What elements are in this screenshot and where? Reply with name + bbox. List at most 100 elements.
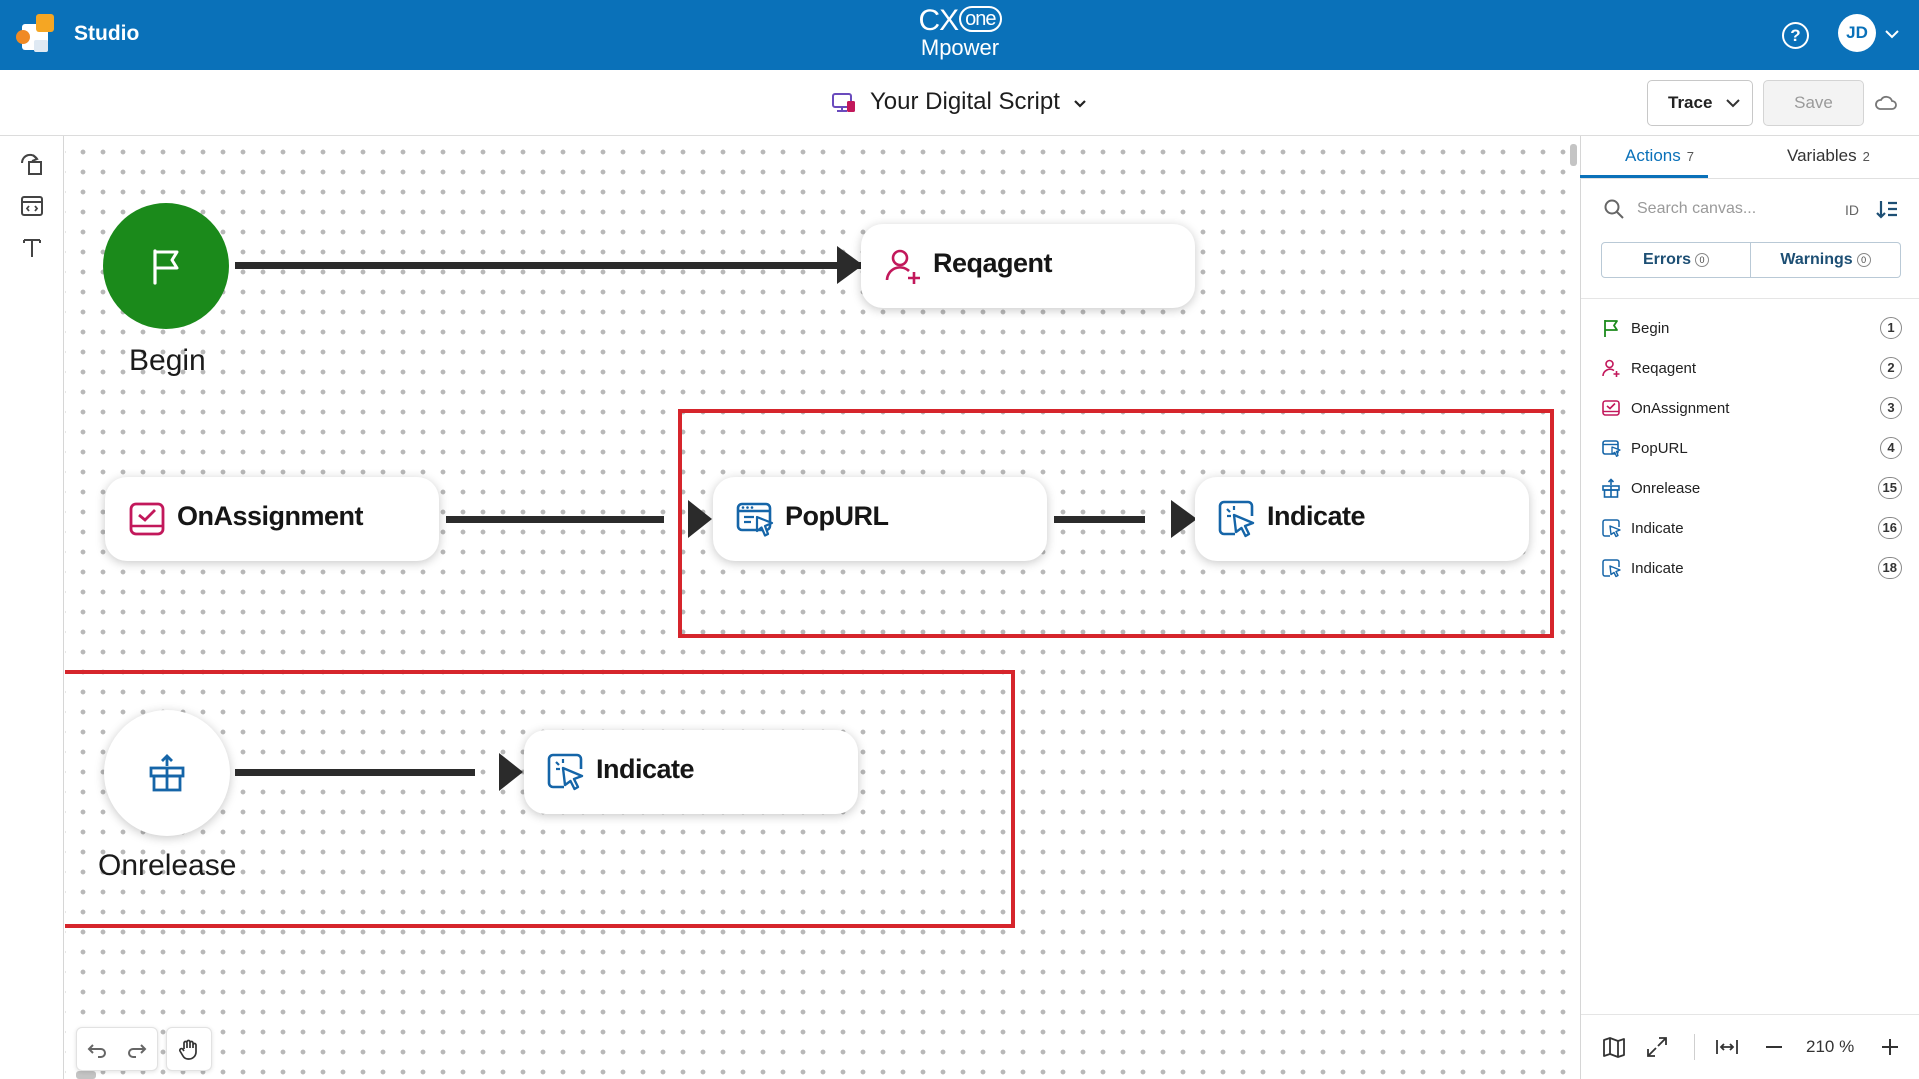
action-id-badge: 2 xyxy=(1880,357,1902,379)
zoom-out-icon[interactable] xyxy=(1761,1034,1787,1060)
canvas-toolbar xyxy=(76,1027,212,1071)
indicate-node-top-label: Indicate xyxy=(1267,501,1366,531)
action-item-label: Indicate xyxy=(1631,560,1684,577)
action-item-label: Reqagent xyxy=(1631,360,1697,377)
arrowhead xyxy=(499,753,523,791)
cursor-click-icon xyxy=(1602,519,1621,538)
cursor-click-icon xyxy=(547,753,584,791)
trace-dropdown-button[interactable]: Trace xyxy=(1647,80,1753,126)
zoom-level: 210 % xyxy=(1806,1037,1855,1056)
horizontal-scrollbar[interactable] xyxy=(76,1071,96,1079)
onrelease-node-label: Onrelease xyxy=(98,849,237,882)
vertical-scrollbar[interactable] xyxy=(1570,144,1577,166)
shapes-tool-icon[interactable] xyxy=(19,151,45,177)
connector-onrelease-indicate xyxy=(235,769,475,776)
digital-script-icon xyxy=(832,93,855,112)
zoom-in-icon[interactable] xyxy=(1877,1034,1903,1060)
action-list: Begin 1 Reqagent 2 OnAssignment 3 xyxy=(1581,308,1919,588)
tabs-divider xyxy=(1580,178,1919,179)
action-id-badge: 4 xyxy=(1880,437,1902,459)
action-item-label: Onrelease xyxy=(1631,480,1701,497)
script-header: Your Digital Script Trace Save xyxy=(0,70,1919,136)
action-id-badge: 3 xyxy=(1880,397,1902,419)
pan-tool-group xyxy=(166,1027,212,1071)
popurl-node-label: PopURL xyxy=(785,501,889,531)
script-canvas[interactable]: Begin Reqagent OnAssignment PopURL xyxy=(65,136,1579,1079)
begin-node-label: Begin xyxy=(129,344,206,377)
brand-mpower: Mpower xyxy=(920,35,1000,60)
begin-node[interactable] xyxy=(103,203,229,329)
indicate-node-top[interactable]: Indicate xyxy=(1195,477,1529,561)
user-plus-icon xyxy=(1602,359,1620,377)
code-block-icon[interactable] xyxy=(19,193,45,219)
errors-count: 0 xyxy=(1695,253,1710,267)
warnings-count: 0 xyxy=(1856,253,1871,267)
action-item-label: Begin xyxy=(1631,320,1670,337)
browser-pointer-icon xyxy=(1602,440,1621,457)
arrowhead xyxy=(837,246,863,284)
action-id-badge: 16 xyxy=(1877,517,1902,539)
sort-order-icon[interactable] xyxy=(1875,198,1899,220)
action-id-badge: 18 xyxy=(1877,557,1902,579)
script-title[interactable]: Your Digital Script xyxy=(870,88,1060,115)
chevron-down-icon[interactable] xyxy=(1882,24,1902,44)
text-tool-icon[interactable] xyxy=(19,235,45,261)
cursor-click-icon xyxy=(1602,559,1621,578)
search-canvas-input[interactable] xyxy=(1637,194,1817,224)
onassignment-node[interactable]: OnAssignment xyxy=(105,477,439,561)
onassignment-node-label: OnAssignment xyxy=(177,501,364,531)
fit-width-icon[interactable] xyxy=(1714,1034,1740,1060)
hand-pan-icon[interactable] xyxy=(177,1037,201,1061)
gift-icon xyxy=(1602,478,1620,498)
save-button[interactable]: Save xyxy=(1763,80,1864,126)
action-item-label: PopURL xyxy=(1631,440,1688,457)
gift-icon xyxy=(149,754,185,792)
tab-actions-label: Actions xyxy=(1625,146,1681,165)
action-item-begin[interactable]: Begin 1 xyxy=(1581,308,1919,348)
undo-redo-group xyxy=(76,1027,158,1071)
panel-divider xyxy=(1581,298,1919,299)
action-item-reqagent[interactable]: Reqagent 2 xyxy=(1581,348,1919,388)
search-icon xyxy=(1604,199,1624,219)
popurl-node[interactable]: PopURL xyxy=(713,477,1047,561)
action-id-badge: 1 xyxy=(1880,317,1902,339)
indicate-node-bottom[interactable]: Indicate xyxy=(524,730,858,814)
action-item-indicate-16[interactable]: Indicate 16 xyxy=(1581,508,1919,548)
studio-logo-icon[interactable] xyxy=(14,10,62,58)
user-plus-icon xyxy=(885,249,920,284)
assignment-check-icon xyxy=(1602,400,1620,416)
connector-popurl-indicate xyxy=(1054,516,1145,523)
onrelease-node[interactable] xyxy=(104,710,230,836)
footer-separator xyxy=(1694,1034,1695,1060)
expand-icon[interactable] xyxy=(1644,1034,1670,1060)
errors-label: Errors xyxy=(1642,251,1692,268)
left-tool-rail xyxy=(0,136,64,1079)
help-icon[interactable]: ? xyxy=(1782,22,1809,49)
app-title: Studio xyxy=(74,22,140,45)
action-item-onrelease[interactable]: Onrelease 15 xyxy=(1581,468,1919,508)
undo-icon[interactable] xyxy=(85,1037,109,1061)
action-item-label: OnAssignment xyxy=(1631,400,1730,417)
chevron-down-icon[interactable] xyxy=(1070,94,1090,114)
user-avatar[interactable]: JD xyxy=(1838,14,1876,52)
arrowhead xyxy=(688,500,712,538)
flag-icon xyxy=(1604,320,1618,337)
action-item-indicate-18[interactable]: Indicate 18 xyxy=(1581,548,1919,588)
map-overview-icon[interactable] xyxy=(1601,1034,1627,1060)
browser-pointer-icon xyxy=(736,502,774,537)
indicate-node-bottom-label: Indicate xyxy=(596,754,695,784)
action-item-onassignment[interactable]: OnAssignment 3 xyxy=(1581,388,1919,428)
cloud-sync-icon xyxy=(1875,95,1897,110)
action-item-popurl[interactable]: PopURL 4 xyxy=(1581,428,1919,468)
reqagent-node[interactable]: Reqagent xyxy=(861,224,1195,308)
connector-onassignment-popurl xyxy=(446,516,664,523)
redo-icon[interactable] xyxy=(125,1037,149,1061)
id-sort-label[interactable]: ID xyxy=(1845,202,1859,218)
tab-variables-label: Variables xyxy=(1787,146,1857,165)
